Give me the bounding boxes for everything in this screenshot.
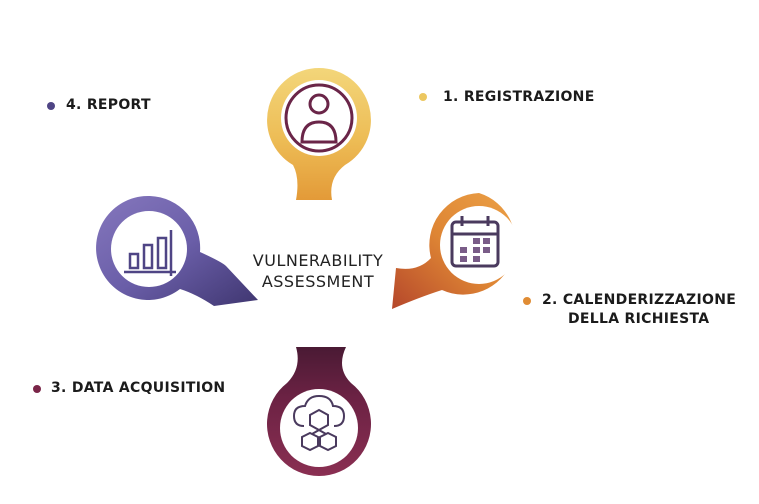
step-3-shape bbox=[267, 347, 372, 476]
step-1-dot bbox=[419, 93, 427, 101]
step-2-dot bbox=[523, 297, 531, 305]
bar-chart-icon bbox=[124, 230, 176, 276]
step-2-label-line2: DELLA RICHIESTA bbox=[568, 311, 710, 327]
cloud-cubes-icon bbox=[292, 394, 346, 452]
center-title-line2: ASSESSMENT bbox=[261, 272, 375, 291]
step-3-dot bbox=[33, 385, 41, 393]
step-1-label: 1. REGISTRAZIONE bbox=[443, 89, 595, 105]
calendar-icon bbox=[450, 216, 500, 268]
step-4-label: 4. REPORT bbox=[66, 97, 151, 113]
user-icon bbox=[284, 83, 354, 153]
step-1-shape bbox=[267, 68, 371, 200]
step-2-label-line1: 2. CALENDERIZZAZIONE bbox=[542, 292, 737, 308]
step-4-dot bbox=[47, 102, 55, 110]
center-title-line1: VULNERABILITY bbox=[252, 251, 384, 270]
step-3-label: 3. DATA ACQUISITION bbox=[51, 380, 226, 396]
diagram-center-title: VULNERABILITY ASSESSMENT bbox=[228, 250, 408, 292]
